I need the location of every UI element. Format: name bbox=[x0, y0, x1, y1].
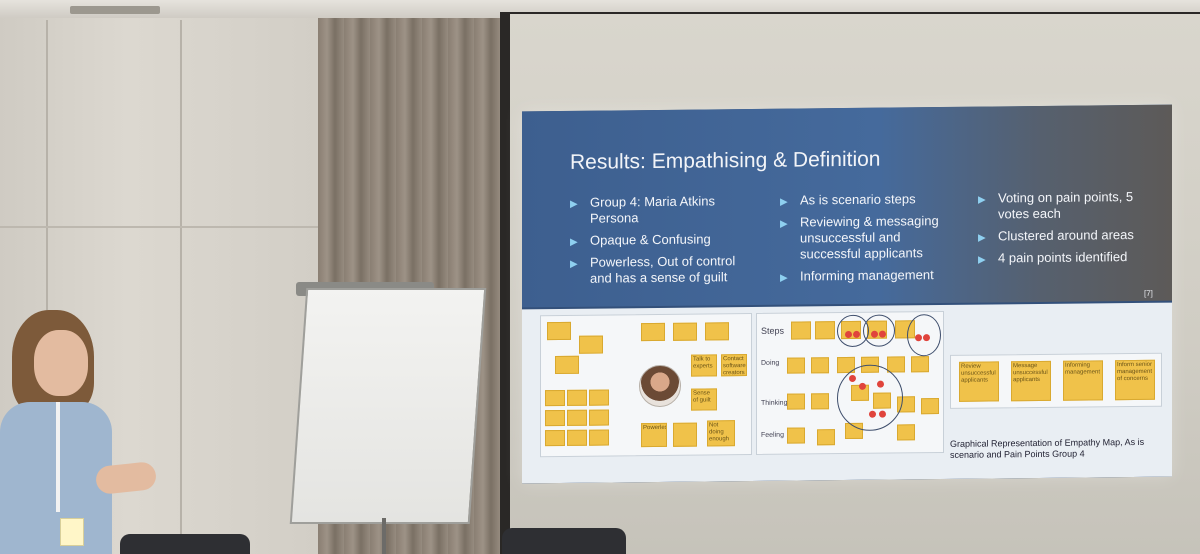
sticky-note bbox=[921, 398, 939, 415]
vote-dot bbox=[869, 410, 876, 418]
presenter-face bbox=[34, 330, 88, 396]
bullet-item: ▶As is scenario steps bbox=[780, 191, 958, 209]
sticky-note bbox=[787, 357, 805, 374]
bullet-arrow-icon: ▶ bbox=[978, 232, 986, 244]
bullet-item: ▶Opaque & Confusing bbox=[570, 231, 750, 249]
sticky-note: Sense of guilt bbox=[691, 388, 717, 411]
chair bbox=[120, 534, 250, 554]
sticky-note bbox=[673, 322, 697, 341]
pain-points-panel: Review unsuccessful applicants Message u… bbox=[950, 352, 1162, 409]
sticky-note bbox=[817, 429, 835, 446]
persona-avatar bbox=[639, 364, 681, 408]
empathy-map-panel: Talk to experts Contact software creator… bbox=[540, 312, 752, 458]
bullet-item: ▶Informing management bbox=[780, 267, 958, 285]
bullet-arrow-icon: ▶ bbox=[780, 218, 788, 230]
sticky-note bbox=[567, 389, 587, 406]
sticky-note bbox=[567, 409, 587, 426]
sticky-note bbox=[589, 389, 609, 406]
vote-dot bbox=[871, 330, 878, 338]
sticky-note bbox=[589, 429, 609, 446]
presentation-slide: Results: Empathising & Definition ▶Group… bbox=[522, 104, 1172, 484]
empathy-map-board: Talk to experts Contact software creator… bbox=[522, 302, 1172, 484]
bullet-item: ▶4 pain points identified bbox=[978, 249, 1158, 267]
sticky-note bbox=[897, 424, 915, 441]
sticky-note bbox=[547, 321, 571, 341]
row-label-thinking: Thinking bbox=[761, 399, 788, 407]
sticky-note bbox=[641, 322, 665, 342]
sticky-note bbox=[545, 429, 565, 447]
sticky-note bbox=[589, 409, 609, 426]
sticky-note bbox=[791, 321, 811, 340]
sticky-note bbox=[545, 409, 565, 427]
chair bbox=[502, 528, 626, 554]
wall-seam bbox=[0, 226, 320, 228]
slide-title: Results: Empathising & Definition bbox=[570, 147, 881, 174]
cluster-circle bbox=[863, 314, 895, 347]
wall-seam bbox=[46, 20, 48, 540]
row-label-doing: Doing bbox=[761, 359, 780, 367]
bullet-item: ▶Voting on pain points, 5 votes each bbox=[978, 189, 1134, 222]
bullet-arrow-icon: ▶ bbox=[978, 194, 986, 206]
sticky-note: Powerless bbox=[641, 422, 667, 448]
vote-dot bbox=[879, 330, 886, 338]
as-is-scenario-panel: Steps Doing Thinking Feeling bbox=[756, 310, 944, 455]
bullet-item: ▶Powerless, Out of control and has a sen… bbox=[570, 253, 736, 286]
vote-dot bbox=[879, 410, 886, 418]
name-badge bbox=[60, 518, 84, 546]
sticky-note bbox=[787, 393, 805, 410]
flipchart-board bbox=[289, 288, 487, 524]
pain-point-sticky: Review unsuccessful applicants bbox=[959, 361, 999, 402]
pain-point-sticky: Message unsuccessful applicants bbox=[1011, 360, 1051, 402]
bullet-item: ▶Clustered around areas bbox=[978, 227, 1158, 245]
pain-point-sticky: Informing management bbox=[1063, 360, 1103, 401]
row-label-feeling: Feeling bbox=[761, 431, 784, 439]
bullet-arrow-icon: ▶ bbox=[780, 272, 788, 284]
sticky-note bbox=[811, 357, 829, 374]
slide-column-1: ▶Group 4: Maria Atkins Persona ▶Opaque &… bbox=[570, 193, 750, 293]
vote-dot bbox=[859, 382, 866, 390]
bullet-item: ▶Reviewing & messaging unsuccessful and … bbox=[780, 213, 939, 262]
bullet-arrow-icon: ▶ bbox=[570, 236, 578, 248]
sticky-note: Talk to experts bbox=[691, 354, 717, 377]
wall-seam bbox=[180, 20, 182, 540]
bullet-arrow-icon: ▶ bbox=[780, 196, 788, 208]
sticky-note: Not doing enough bbox=[707, 420, 735, 447]
sticky-note bbox=[811, 393, 829, 410]
vote-dot bbox=[845, 330, 852, 339]
sticky-note bbox=[815, 321, 835, 340]
bullet-arrow-icon: ▶ bbox=[978, 254, 986, 266]
presenter bbox=[0, 310, 160, 554]
sticky-note bbox=[911, 356, 929, 373]
bullet-arrow-icon: ▶ bbox=[570, 198, 578, 210]
presenter-arm bbox=[94, 460, 158, 496]
sticky-note bbox=[567, 429, 587, 446]
sticky-note: Contact software creators bbox=[721, 354, 747, 377]
sticky-note bbox=[579, 335, 603, 354]
vote-dot bbox=[853, 330, 860, 338]
slide-caption: Graphical Representation of Empathy Map,… bbox=[950, 436, 1145, 460]
vote-dot bbox=[877, 380, 884, 388]
bullet-item: ▶Group 4: Maria Atkins Persona bbox=[570, 193, 715, 226]
slide-page-number: [7] bbox=[1144, 288, 1153, 298]
sticky-note bbox=[555, 355, 579, 375]
sticky-note bbox=[787, 427, 805, 444]
vote-dot bbox=[849, 374, 856, 382]
sticky-note bbox=[673, 422, 697, 447]
vote-dot bbox=[923, 334, 930, 342]
easel-leg bbox=[382, 518, 386, 554]
slide-column-2: ▶As is scenario steps ▶Reviewing & messa… bbox=[780, 191, 958, 291]
vote-dot bbox=[915, 334, 922, 342]
sticky-note bbox=[705, 322, 729, 341]
bullet-arrow-icon: ▶ bbox=[570, 258, 578, 270]
cluster-circle bbox=[837, 364, 903, 432]
lanyard bbox=[56, 402, 60, 512]
row-label-steps: Steps bbox=[761, 325, 785, 336]
ceiling-vent bbox=[70, 6, 160, 14]
sticky-note bbox=[545, 389, 565, 407]
slide-column-3: ▶Voting on pain points, 5 votes each ▶Cl… bbox=[978, 189, 1158, 273]
pain-point-sticky: Inform senior management of concerns bbox=[1115, 359, 1155, 401]
